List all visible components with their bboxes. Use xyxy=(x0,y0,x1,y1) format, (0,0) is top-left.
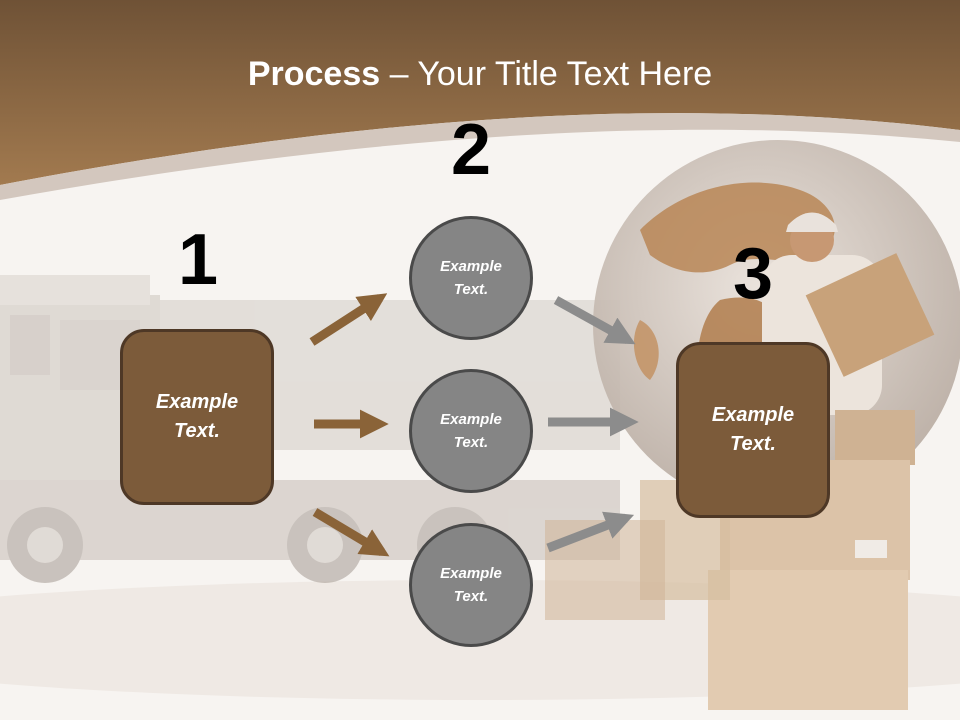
option-circle-2: Example Text. xyxy=(409,369,533,493)
title-bold: Process xyxy=(247,55,381,93)
arrow-brown-down xyxy=(312,508,390,557)
arrow-gray-down xyxy=(553,296,636,345)
step-3-box: Example Text. xyxy=(676,342,830,518)
step-1-box: Example Text. xyxy=(120,329,274,505)
slide-title: Process – Your Title Text Here xyxy=(0,52,960,96)
step-number-3: 3 xyxy=(733,234,774,314)
arrow-gray-up xyxy=(546,511,635,553)
option-circle-3: Example Text. xyxy=(409,523,533,647)
step-1-label: Example Text. xyxy=(155,391,239,442)
option-1-label: Example Text. xyxy=(440,258,502,298)
option-3-label: Example Text. xyxy=(440,565,502,605)
option-circle-1: Example Text. xyxy=(409,216,533,340)
step-number-1: 1 xyxy=(178,220,219,300)
title-rest: – Your Title Text Here xyxy=(380,55,713,93)
arrow-brown-up xyxy=(309,293,388,346)
step-number-2: 2 xyxy=(451,110,492,190)
boxes-illustration xyxy=(545,410,915,710)
step-3-label: Example Text. xyxy=(711,404,795,455)
option-2-label: Example Text. xyxy=(440,411,502,451)
